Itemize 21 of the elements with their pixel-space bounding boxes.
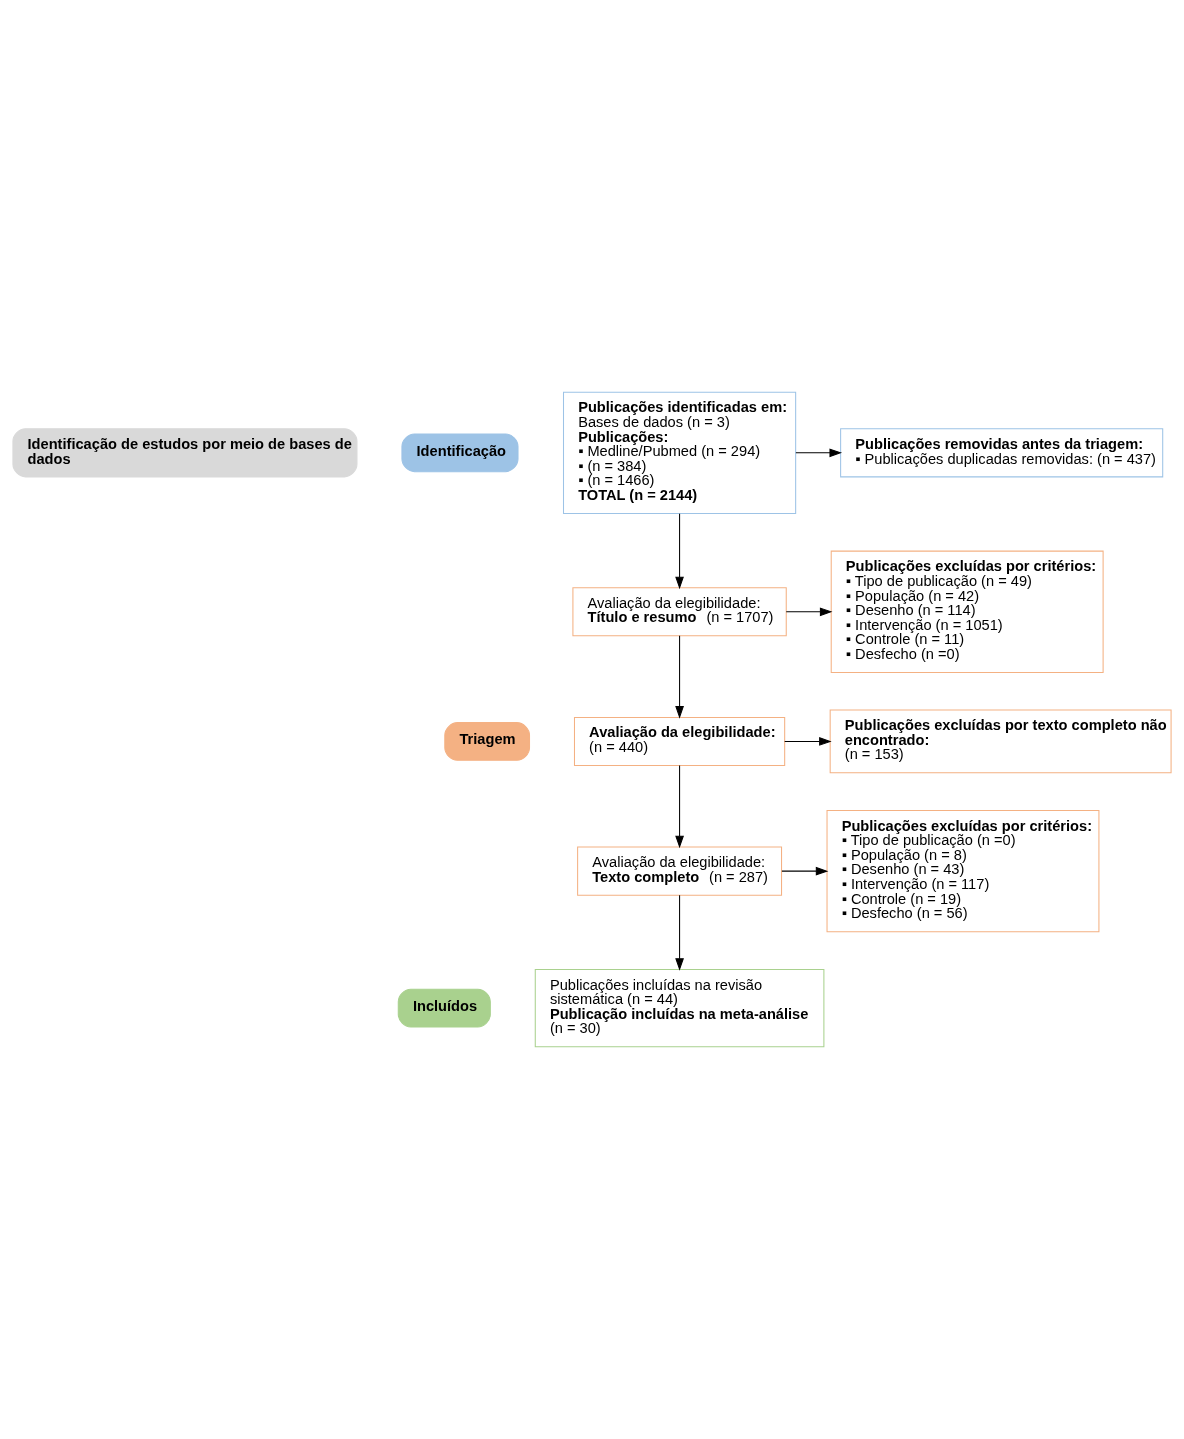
node-box: Triagem [444, 722, 531, 761]
node-box: Avaliação da elegibilidade: (n = 440) [573, 716, 786, 767]
arrow [675, 635, 684, 719]
arrow [785, 607, 833, 617]
arrow [675, 513, 684, 590]
node-box: Publicações excluídas por texto completo não encontrado: (n = 153) [829, 709, 1172, 774]
node-box: Publicações excluídas por critérios: ▪ Tipo de publicação (n = 49) ▪ População (n = 42) ▪ Desenho (n = 114) ▪ Intervenção (n = 1051) ▪ Controle (n = 11) ▪ Desfecho (n =0) [830, 550, 1104, 673]
arrow [781, 866, 829, 876]
arrow [675, 894, 684, 971]
arrow [784, 737, 832, 746]
node-box: Avaliação da elegibilidade: Título e resumo (n = 1707) [572, 587, 787, 637]
arrow [675, 765, 684, 849]
node-box: Publicações removidas antes da triagem: ▪ Publicações duplicadas removidas: (n = 437) [840, 428, 1164, 478]
node-box: Incluídos [397, 988, 491, 1028]
node-box: Avaliação da elegibilidade: Texto completo (n = 287) [577, 846, 783, 896]
node-box: Identificação [401, 433, 519, 473]
node-box: Publicações identificadas em: Bases de dados (n = 3) Publicações: ▪ Medline/Pubmed (n = 294) ▪ (n = 384) ▪ (n = 1466) TOTAL (n = 2144) [562, 391, 797, 514]
node-box: Identificação de estudos por meio de bases de dados [12, 428, 358, 478]
arrow [795, 448, 843, 458]
node-box: Publicações excluídas por critérios: ▪ Tipo de publicação (n =0) ▪ População (n = 8) ▪ Desenho (n = 43) ▪ Intervenção (n = 117) ▪ Controle (n = 19) ▪ Desfecho (n = 56) [826, 809, 1100, 933]
node-box: Publicações incluídas na revisão sistemática (n = 44) Publicação incluídas na meta-análise (n = 30) [534, 968, 825, 1048]
